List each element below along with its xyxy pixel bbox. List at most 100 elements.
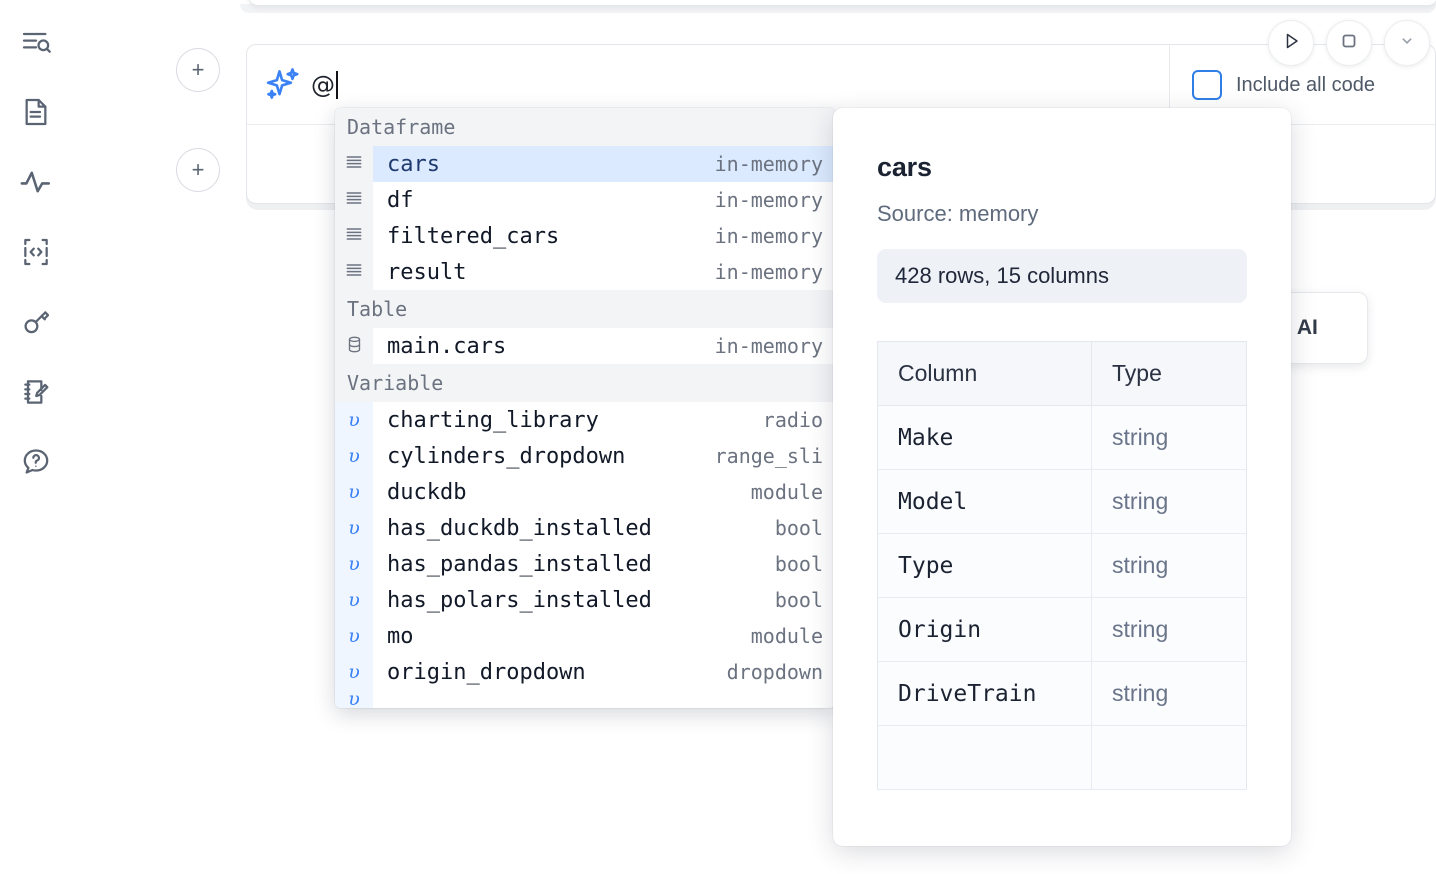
autocomplete-item-meta: in-memory: [714, 188, 823, 212]
autocomplete-item-name: cylinders_dropdown: [387, 443, 626, 469]
plus-icon: +: [191, 57, 205, 82]
database-table-icon: [345, 335, 364, 358]
preview-column-type: string: [1091, 661, 1247, 726]
autocomplete-item[interactable]: υ charting_library radio: [335, 402, 835, 438]
stop-button[interactable]: [1326, 20, 1372, 66]
cell-panel-above: [248, 0, 1436, 6]
preview-column-name: Make: [877, 405, 1093, 470]
autocomplete-item-meta: bool: [774, 516, 823, 540]
table-header-row: Column Type: [877, 341, 1247, 406]
preview-title: cars: [877, 152, 932, 182]
sidebar-item-file-document[interactable]: [14, 88, 58, 136]
sparkle-ai-icon: [247, 64, 305, 106]
autocomplete-item[interactable]: υ origin_dropdown dropdown: [335, 654, 835, 690]
preview-column-type: string: [1091, 405, 1247, 470]
autocomplete-item-name: origin_dropdown: [387, 659, 586, 685]
sidebar-item-scratchpad[interactable]: [14, 368, 58, 416]
item-type-icon: υ: [335, 438, 373, 474]
dataframe-rows-icon: [344, 152, 364, 176]
cell-shadow-above: [240, 4, 1436, 13]
item-type-icon: υ: [335, 582, 373, 618]
scratchpad-edit-icon: [20, 376, 52, 408]
item-type-icon: [335, 254, 373, 290]
stop-square-icon: [1337, 29, 1361, 58]
item-type-icon: [335, 328, 373, 364]
add-cell-button-bottom[interactable]: +: [176, 148, 220, 192]
autocomplete-item-meta: in-memory: [714, 334, 823, 358]
autocomplete-item-name: result: [387, 259, 467, 285]
item-type-icon: υ: [335, 510, 373, 546]
ai-prompt-input[interactable]: @: [305, 45, 1435, 124]
autocomplete-item-meta: radio: [762, 408, 823, 432]
item-type-icon: υ: [335, 654, 373, 690]
autocomplete-item[interactable]: result in-memory: [335, 254, 835, 290]
item-type-icon: [335, 146, 373, 182]
variable-upsilon-icon: υ: [348, 690, 360, 708]
preview-column-type: string: [1091, 469, 1247, 534]
item-type-icon: υ: [335, 402, 373, 438]
autocomplete-item-name: cars: [387, 151, 440, 177]
include-all-code-checkbox[interactable]: [1192, 70, 1222, 100]
variable-upsilon-icon: υ: [348, 661, 360, 683]
autocomplete-item-meta: in-memory: [714, 260, 823, 284]
autocomplete-item-meta: dropdown: [726, 660, 823, 684]
sidebar-item-help[interactable]: [14, 438, 58, 486]
preview-column-name: Type: [877, 533, 1093, 598]
activity-pulse-icon: [19, 167, 53, 197]
autocomplete-item-partial[interactable]: υ: [335, 690, 835, 708]
chevron-icon: [1396, 30, 1418, 57]
more-options-button[interactable]: [1384, 20, 1430, 66]
preview-shape-badge: 428 rows, 15 columns: [877, 249, 1247, 303]
autocomplete-group-header: Variable: [335, 364, 835, 402]
plus-icon: +: [191, 157, 205, 182]
sidebar-rail: [0, 0, 72, 874]
autocomplete-item-name: has_pandas_installed: [387, 551, 652, 577]
autocomplete-item-meta: [811, 690, 835, 708]
column-header-type: Type: [1091, 341, 1247, 406]
variable-upsilon-icon: υ: [348, 409, 360, 431]
table-row-partial: [877, 725, 1247, 790]
run-button[interactable]: [1268, 20, 1314, 66]
autocomplete-item-meta: in-memory: [714, 152, 823, 176]
variable-upsilon-icon: υ: [348, 589, 360, 611]
item-type-icon: υ: [335, 546, 373, 582]
autocomplete-item-name: mo: [387, 623, 414, 649]
file-document-icon: [20, 95, 52, 129]
ai-prompt-value: @: [311, 70, 335, 99]
sidebar-item-code-snippet[interactable]: [14, 228, 58, 276]
autocomplete-item-name: charting_library: [387, 407, 599, 433]
variable-upsilon-icon: υ: [348, 553, 360, 575]
variable-upsilon-icon: υ: [348, 481, 360, 503]
preview-column-type: string: [1091, 533, 1247, 598]
autocomplete-item[interactable]: cars in-memory: [335, 146, 835, 182]
autocomplete-item-meta: bool: [774, 588, 823, 612]
help-chat-icon: [20, 446, 52, 478]
autocomplete-item-meta: in-memory: [714, 224, 823, 248]
variable-upsilon-icon: υ: [348, 445, 360, 467]
autocomplete-item[interactable]: main.cars in-memory: [335, 328, 835, 364]
include-all-code-label: Include all code: [1236, 73, 1375, 96]
autocomplete-item-name: duckdb: [387, 479, 467, 505]
autocomplete-item-name: main.cars: [387, 333, 507, 359]
preview-column-type: [1091, 725, 1247, 790]
sidebar-item-secrets[interactable]: [14, 298, 58, 346]
add-cell-button-top[interactable]: +: [176, 48, 220, 92]
sidebar-item-outline-search[interactable]: [14, 18, 58, 66]
item-type-icon: υ: [335, 618, 373, 654]
preview-column-type: string: [1091, 597, 1247, 662]
sidebar-item-activity[interactable]: [14, 158, 58, 206]
preview-column-name: Origin: [877, 597, 1093, 662]
